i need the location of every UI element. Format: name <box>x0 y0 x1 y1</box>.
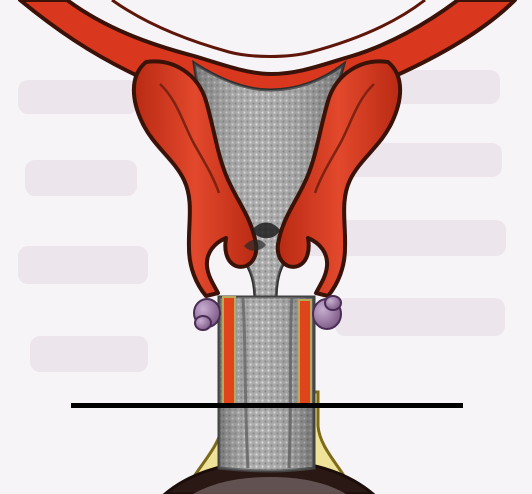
horizontal-reference-line <box>71 403 463 408</box>
left-orange-marker <box>223 297 235 405</box>
right-orange-marker <box>299 300 311 405</box>
